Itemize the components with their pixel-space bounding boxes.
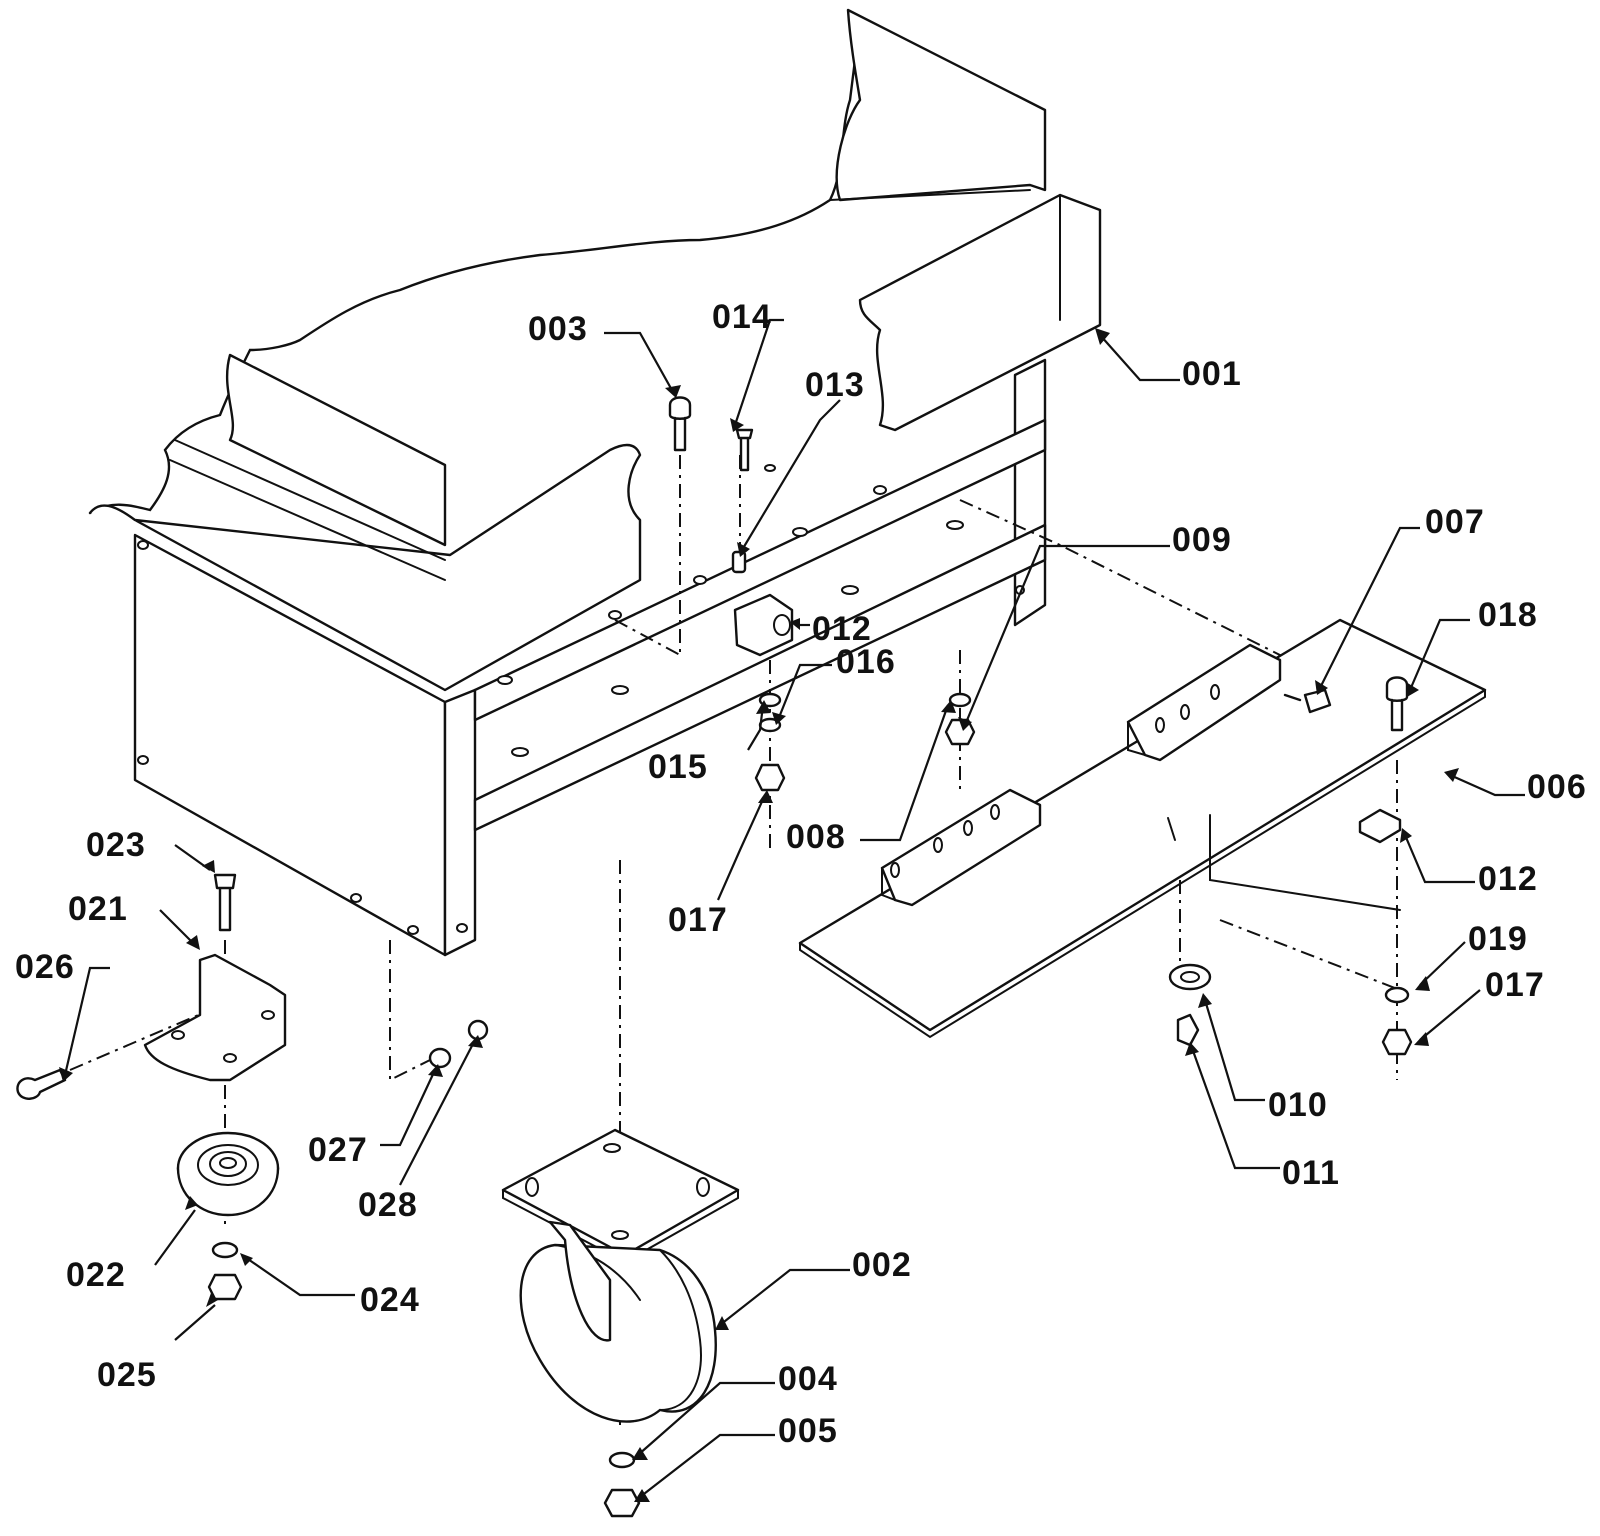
plate-hole [603, 1143, 621, 1153]
mount-hole [497, 675, 513, 685]
bolt-026 [16, 1068, 67, 1100]
callout-021: 021 [68, 890, 128, 928]
callout-010: 010 [1268, 1086, 1328, 1124]
plate-hole [525, 1177, 539, 1197]
callout-016: 016 [836, 643, 896, 681]
latch-012 [733, 593, 794, 657]
callout-015: 015 [648, 748, 708, 786]
callout-014: 014 [712, 298, 772, 336]
callout-017-center: 017 [668, 901, 728, 939]
callout-003: 003 [528, 310, 588, 348]
nut-005 [603, 1488, 641, 1518]
callout-012-shelf: 012 [1478, 860, 1538, 898]
plate-hole [611, 1230, 629, 1240]
nut-017 [754, 763, 786, 792]
hinge-hole [1210, 684, 1220, 700]
callout-027: 027 [308, 1131, 368, 1169]
callout-008: 008 [786, 818, 846, 856]
callout-013: 013 [805, 366, 865, 404]
callout-005: 005 [778, 1412, 838, 1450]
cabinet-back-panel [835, 8, 1047, 202]
callout-009: 009 [1172, 521, 1232, 559]
callout-024: 024 [360, 1281, 420, 1319]
washer-027 [428, 1047, 452, 1069]
cabinet-left-raised-panel [225, 353, 447, 547]
cabinet-bottom-rail [473, 418, 1047, 722]
bolt-023 [213, 873, 237, 932]
caster-wheel [501, 1128, 740, 1423]
clip-013 [731, 550, 747, 574]
mount-hole [511, 747, 529, 757]
arrowheads [59, 328, 1459, 1502]
leader-lines [63, 318, 1525, 1498]
cam-011 [1176, 1013, 1200, 1047]
hinge-hole [1180, 704, 1190, 720]
cabinet-right-end [858, 193, 1102, 432]
callout-011: 011 [1282, 1154, 1340, 1192]
cabinet-torn-outline [89, 19, 862, 515]
mount-hole [137, 540, 149, 550]
mount-hole [137, 755, 149, 765]
mount-hole [407, 925, 419, 935]
mount-hole [350, 893, 362, 903]
callout-004: 004 [778, 1360, 838, 1398]
washer-024 [211, 1241, 239, 1259]
mount-hole [873, 485, 887, 495]
cabinet-lower-rail [473, 523, 1047, 832]
cabinet-side-edge [443, 688, 477, 957]
plate-hole [696, 1177, 710, 1197]
screw-014 [735, 428, 754, 472]
hinge-hole [990, 804, 1000, 820]
callout-006: 006 [1527, 768, 1587, 806]
nut-025 [207, 1273, 243, 1301]
mount-hole [841, 585, 859, 595]
washer-004 [608, 1451, 636, 1469]
mount-hole [608, 610, 622, 620]
hinge-hole [1155, 717, 1165, 733]
mount-hole [456, 923, 468, 933]
mount-hole [693, 575, 707, 585]
callout-007: 007 [1425, 503, 1485, 541]
shelf-panel [798, 618, 1487, 1039]
nut-017b [1381, 1028, 1413, 1056]
caster-wheel-tire [519, 1243, 717, 1423]
callout-018: 018 [1478, 596, 1538, 634]
hinge-hole [890, 862, 900, 878]
callout-025: 025 [97, 1356, 157, 1394]
latch-hole [773, 614, 791, 636]
washer-019 [1384, 986, 1410, 1004]
callout-001: 001 [1182, 355, 1242, 393]
bolt-003 [668, 396, 692, 452]
mount-hole [792, 527, 808, 537]
callout-002: 002 [852, 1246, 912, 1284]
callout-026: 026 [15, 948, 75, 986]
cabinet-body [88, 8, 1102, 957]
bracket-021 [143, 953, 287, 1082]
callout-023: 023 [86, 826, 146, 864]
caster-fork [548, 1220, 612, 1342]
washer-008 [948, 692, 972, 708]
bumper-022-side [176, 1166, 280, 1217]
hardware [16, 396, 1413, 1518]
callout-028: 028 [358, 1186, 418, 1224]
cabinet-top-ledge [88, 443, 642, 692]
callout-022: 022 [66, 1256, 126, 1294]
assembly-center-lines [69, 455, 1401, 1430]
mount-hole [611, 685, 629, 695]
mount-hole [764, 464, 776, 472]
callout-012-latch: 012 [812, 610, 872, 648]
latch-bracket [1358, 808, 1402, 844]
mount-hole [946, 520, 964, 530]
callout-017-right: 017 [1485, 966, 1545, 1004]
callout-019: 019 [1468, 920, 1528, 958]
hinge-hole [933, 837, 943, 853]
hinge-hole [963, 820, 973, 836]
